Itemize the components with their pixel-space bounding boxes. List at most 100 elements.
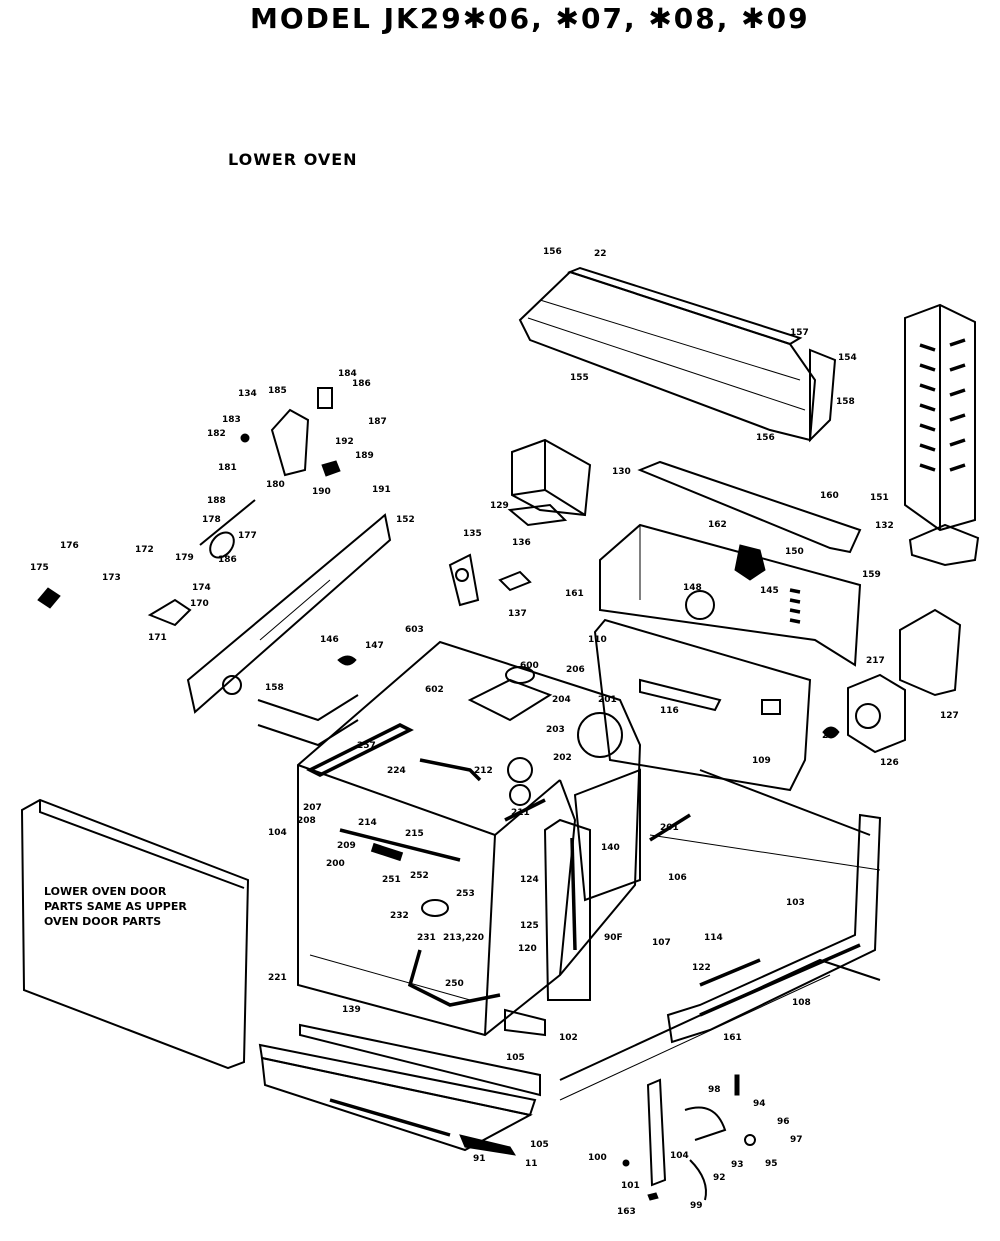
callout-215: 215 bbox=[405, 829, 424, 839]
rod-109 bbox=[699, 769, 871, 836]
callout-214: 214 bbox=[358, 818, 377, 828]
callout-200: 200 bbox=[326, 859, 345, 869]
hinge-assembly bbox=[622, 1074, 756, 1201]
callout-92: 92 bbox=[713, 1173, 726, 1183]
callout-161: 161 bbox=[723, 1033, 742, 1043]
callout-156: 156 bbox=[543, 247, 562, 257]
callout-603: 603 bbox=[405, 625, 424, 635]
callout-207: 207 bbox=[303, 803, 322, 813]
callout-104: 104 bbox=[268, 828, 287, 838]
callout-170: 170 bbox=[190, 599, 209, 609]
callout-209: 209 bbox=[337, 841, 356, 851]
callout-257: 257 bbox=[357, 741, 376, 751]
callout-161: 161 bbox=[565, 589, 584, 599]
callout-102: 102 bbox=[559, 1033, 578, 1043]
callout-127: 127 bbox=[940, 711, 959, 721]
side-rail bbox=[649, 813, 882, 1044]
callout-251: 251 bbox=[382, 875, 401, 885]
part-146 bbox=[337, 655, 357, 666]
callout-98: 98 bbox=[708, 1085, 721, 1095]
callout-183: 183 bbox=[222, 415, 241, 425]
callout-250: 250 bbox=[445, 979, 464, 989]
callout-160: 160 bbox=[820, 491, 839, 501]
callout-150: 150 bbox=[785, 547, 804, 557]
callout-201: 201 bbox=[598, 695, 617, 705]
callout-90F: 90F bbox=[604, 933, 623, 943]
callout-212: 212 bbox=[474, 766, 493, 776]
callout-192: 192 bbox=[335, 437, 354, 447]
door-note-line-2: PARTS SAME AS UPPER bbox=[44, 900, 187, 913]
callout-109: 109 bbox=[752, 756, 771, 766]
callout-203: 203 bbox=[546, 725, 565, 735]
callout-162: 162 bbox=[708, 520, 727, 530]
callout-146: 146 bbox=[320, 635, 339, 645]
callout-177: 177 bbox=[238, 531, 257, 541]
callout-125: 125 bbox=[520, 921, 539, 931]
lower-oven-door bbox=[20, 798, 250, 1070]
callout-22: 22 bbox=[594, 249, 607, 259]
callout-134: 134 bbox=[238, 389, 257, 399]
callout-181: 181 bbox=[218, 463, 237, 473]
callout-100: 100 bbox=[588, 1153, 607, 1163]
callout-176: 176 bbox=[60, 541, 79, 551]
callout-208: 208 bbox=[297, 816, 316, 826]
callout-171: 171 bbox=[148, 633, 167, 643]
callout-120: 120 bbox=[518, 944, 537, 954]
callout-185: 185 bbox=[268, 386, 287, 396]
callout-110: 110 bbox=[588, 635, 607, 645]
blower-assembly bbox=[822, 673, 906, 754]
right-side-panel bbox=[904, 303, 976, 532]
callout-135: 135 bbox=[463, 529, 482, 539]
callout-600: 600 bbox=[520, 661, 539, 671]
callout-129: 129 bbox=[490, 501, 509, 511]
callout-99: 99 bbox=[690, 1201, 703, 1211]
element-158 bbox=[257, 694, 359, 747]
callout-137: 137 bbox=[508, 609, 527, 619]
callout-97: 97 bbox=[790, 1135, 803, 1145]
callout-174: 174 bbox=[192, 583, 211, 593]
callout-202: 202 bbox=[553, 753, 572, 763]
callout-159: 159 bbox=[862, 570, 881, 580]
callout-173: 173 bbox=[102, 573, 121, 583]
callout-155: 155 bbox=[570, 373, 589, 383]
callout-154: 154 bbox=[838, 353, 857, 363]
callout-253: 253 bbox=[456, 889, 475, 899]
callout-158: 158 bbox=[265, 683, 284, 693]
callout-163: 163 bbox=[617, 1207, 636, 1217]
callout-231: 231 bbox=[417, 933, 436, 943]
callout-104: 104 bbox=[670, 1151, 689, 1161]
duct-box bbox=[507, 438, 592, 527]
callout-91: 91 bbox=[473, 1154, 486, 1164]
bottom-frame bbox=[258, 958, 881, 1156]
top-vent-trim bbox=[518, 266, 837, 443]
callout-184: 184 bbox=[338, 369, 357, 379]
page-title: MODEL JK29✱06, ✱07, ✱08, ✱09 bbox=[250, 2, 810, 35]
callout-103: 103 bbox=[786, 898, 805, 908]
callout-180: 180 bbox=[266, 480, 285, 490]
section-title: LOWER OVEN bbox=[228, 150, 358, 169]
callout-206: 206 bbox=[566, 665, 585, 675]
side-strip bbox=[543, 768, 641, 1001]
callout-106: 106 bbox=[668, 873, 687, 883]
callout-189: 189 bbox=[355, 451, 374, 461]
door-note: LOWER OVEN DOOR PARTS SAME AS UPPER OVEN… bbox=[44, 884, 224, 929]
callout-145: 145 bbox=[760, 586, 779, 596]
callout-136: 136 bbox=[512, 538, 531, 548]
callout-221: 221 bbox=[268, 973, 287, 983]
callout-204: 204 bbox=[552, 695, 571, 705]
callout-130: 130 bbox=[612, 467, 631, 477]
callout-94: 94 bbox=[753, 1099, 766, 1109]
callout-179: 179 bbox=[175, 553, 194, 563]
callout-139: 139 bbox=[342, 1005, 361, 1015]
callout-158: 158 bbox=[836, 397, 855, 407]
callout-105: 105 bbox=[506, 1053, 525, 1063]
callout-93: 93 bbox=[731, 1160, 744, 1170]
callout-201: 201 bbox=[660, 823, 679, 833]
callout-190: 190 bbox=[312, 487, 331, 497]
callout-172: 172 bbox=[135, 545, 154, 555]
bracket-127 bbox=[899, 608, 962, 697]
callout-187: 187 bbox=[368, 417, 387, 427]
